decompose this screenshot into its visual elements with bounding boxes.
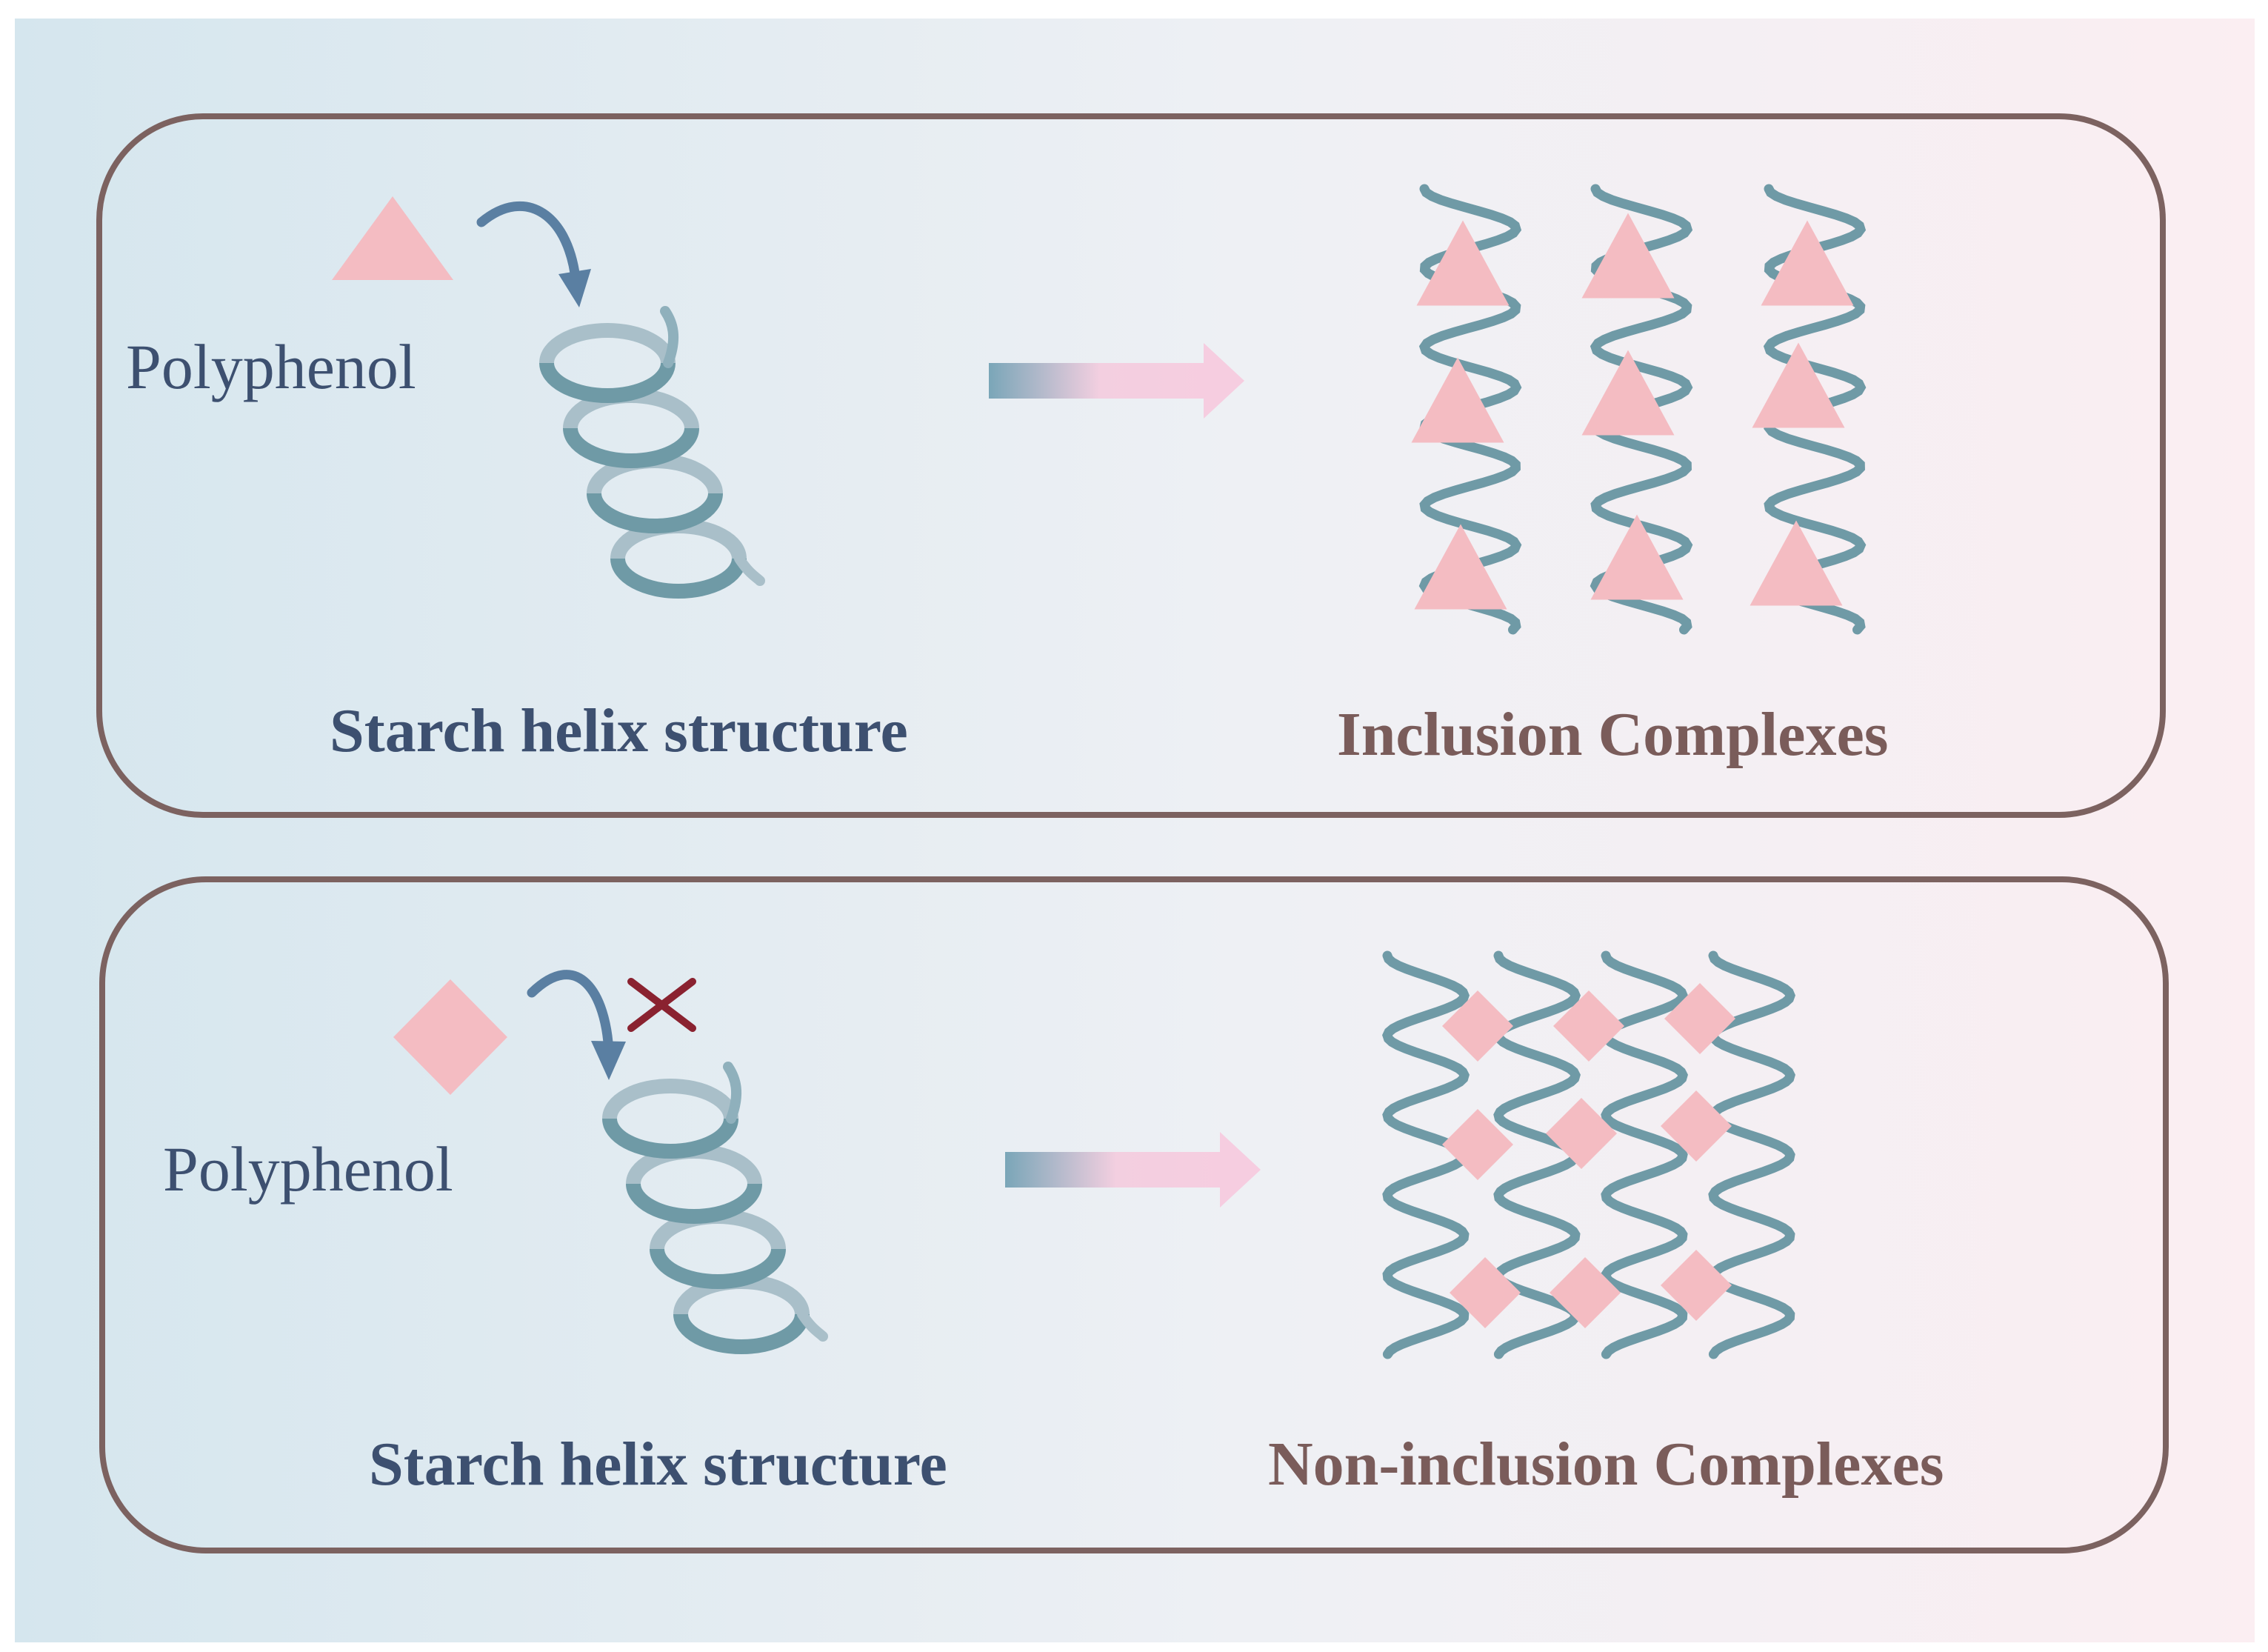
helix-ribbon-front: [673, 1313, 810, 1354]
diamond-icon: [1553, 990, 1624, 1062]
panel-inclusion: [96, 113, 2166, 818]
helix-tail: [723, 1062, 741, 1124]
panel-border: [96, 113, 2166, 818]
reaction-arrow-shaft: [989, 363, 1211, 399]
curved-arrow-icon: [527, 970, 614, 1057]
triangle-icon: [1752, 342, 1845, 428]
triangle-icon: [1761, 220, 1854, 306]
helix-structure-label: Starch helix structure: [330, 696, 908, 765]
starch-helix-icon: [602, 1062, 828, 1354]
diamond-icon: [1661, 1250, 1732, 1321]
diamond-icon: [1546, 1098, 1617, 1169]
triangle-icon: [1750, 520, 1843, 606]
diamond-icon: [1664, 983, 1735, 1054]
helix-ribbon-back: [539, 323, 676, 364]
triangle-icon: [332, 196, 453, 280]
curved-arrow-head-icon: [558, 269, 591, 307]
helix-ribbon-front: [587, 493, 723, 533]
triangle-icon: [1414, 524, 1507, 610]
helix-structure-label: Starch helix structure: [369, 1430, 947, 1499]
helix-ribbon-front: [610, 558, 747, 599]
helix-ribbon-front: [602, 1118, 738, 1159]
helix-ribbon-front: [563, 427, 699, 468]
polyphenol-label: Polyphenol: [126, 331, 416, 402]
triangle-icon: [1416, 220, 1510, 306]
diamond-icon: [1442, 990, 1513, 1062]
complex-type-label: Non-inclusion Complexes: [1268, 1430, 1944, 1499]
triangle-icon: [1590, 514, 1684, 600]
diamond-icon: [393, 979, 507, 1095]
triangle-icon: [1581, 213, 1675, 299]
diamond-icon: [1661, 1090, 1732, 1162]
reaction-arrow-head: [1220, 1132, 1261, 1208]
starch-helix-icon: [539, 306, 765, 599]
complex-type-label: Inclusion Complexes: [1337, 700, 1889, 769]
triangle-icon: [1581, 350, 1675, 436]
diamond-icon: [1450, 1257, 1521, 1328]
background: [15, 19, 2255, 1642]
reaction-arrow-head: [1204, 343, 1244, 419]
helix-tail: [660, 306, 678, 368]
curved-arrow-head-icon: [591, 1041, 626, 1080]
panel-border: [99, 876, 2169, 1553]
helix-tail: [734, 553, 765, 586]
diamond-icon: [1442, 1109, 1513, 1180]
reaction-arrow-shaft: [1005, 1152, 1227, 1188]
helix-ribbon-front: [626, 1183, 762, 1224]
reaction-arrow: [1005, 1132, 1261, 1208]
helix-front-ribbons: [602, 1062, 828, 1354]
starch-chain-strand: [1708, 950, 1795, 1359]
inclusion-complex-group: [1411, 184, 1867, 635]
blocked-x-icon: [627, 978, 696, 1032]
reaction-arrow: [989, 343, 1244, 419]
panel-non-inclusion: [99, 876, 2169, 1553]
triangle-icon: [1411, 357, 1504, 443]
diamond-icon: [1550, 1257, 1621, 1328]
helix-front-ribbons: [539, 306, 765, 599]
helix-tail: [797, 1309, 828, 1342]
non-inclusion-complex-group: [1382, 950, 1795, 1359]
polyphenol-label: Polyphenol: [163, 1133, 453, 1205]
starch-chain-strand: [1601, 950, 1688, 1359]
helix-ribbon-front: [539, 362, 676, 403]
helix-ribbon-back: [602, 1079, 738, 1119]
curved-arrow-icon: [476, 201, 581, 290]
helix-ribbon-front: [650, 1248, 786, 1289]
